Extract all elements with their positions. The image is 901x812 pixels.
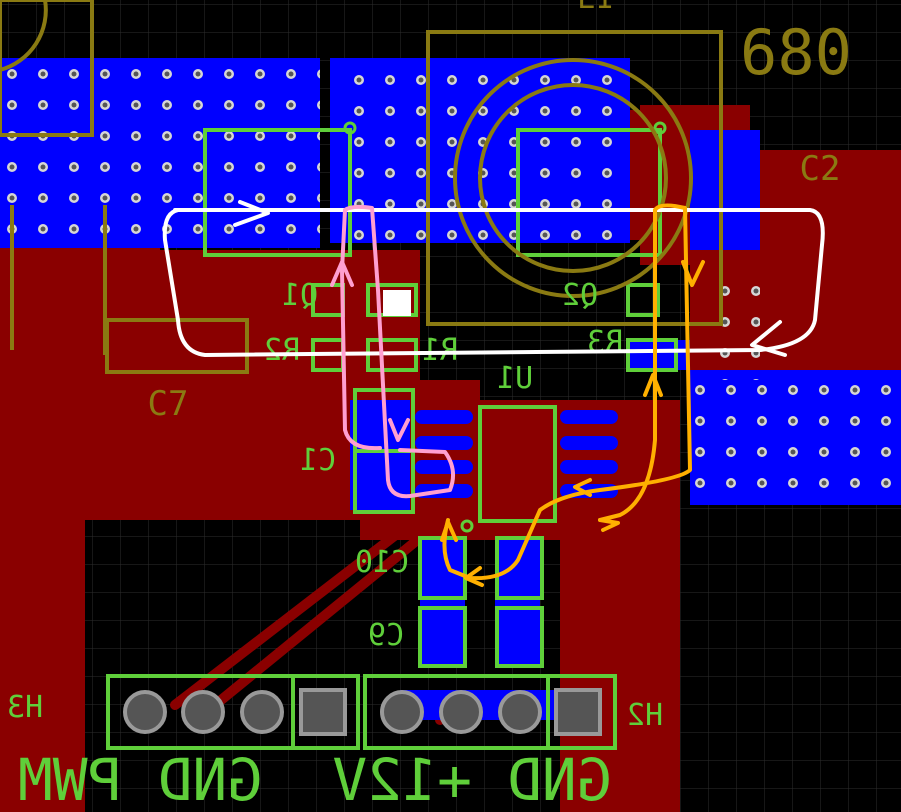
h2-outline xyxy=(363,674,617,750)
q1-outline xyxy=(203,128,352,257)
r3-outline xyxy=(626,338,678,372)
label-c7: C7 xyxy=(148,384,189,424)
label-h2-pins: GND +12V xyxy=(332,746,611,812)
label-q2: Q2 xyxy=(562,278,598,313)
label-c10: C10 xyxy=(355,545,409,580)
annotation-white-loop xyxy=(162,200,825,357)
annotation-pink-loop xyxy=(330,204,456,499)
label-h3-pins: GND PWM xyxy=(18,746,262,812)
label-r3: R3 xyxy=(587,325,623,360)
q2-outline xyxy=(516,128,662,257)
label-r1: R1 xyxy=(422,333,458,368)
c10-outline-b xyxy=(495,536,544,600)
label-l1: L1 xyxy=(577,0,613,16)
label-u1: U1 xyxy=(497,361,533,396)
label-h2: H2 xyxy=(627,698,663,733)
h3-outline xyxy=(106,674,360,750)
l1-outline xyxy=(426,30,723,326)
silkscreen-labels: Q1 Q2 R2 R1 R3 U1 C1 C10 C9 H3 H2 GND PW… xyxy=(7,0,852,812)
q2-pad-a xyxy=(626,283,660,317)
label-h3: H3 xyxy=(7,690,43,725)
label-r2: R2 xyxy=(264,333,300,368)
annotation-orange-loop xyxy=(440,203,705,587)
label-inductor-value: 680 xyxy=(740,16,852,89)
silk-dots xyxy=(343,121,667,533)
label-q1: Q1 xyxy=(282,278,318,313)
header-pins xyxy=(123,688,602,736)
u1-outline xyxy=(478,405,557,523)
assembly-outlines xyxy=(0,0,723,374)
label-c9: C9 xyxy=(368,618,404,653)
c9-outline-a xyxy=(418,606,467,668)
label-c2: C2 xyxy=(800,149,841,189)
via-arrays xyxy=(0,60,895,500)
q1-pin1-marker xyxy=(383,290,411,316)
label-c1: C1 xyxy=(300,443,336,478)
c9-outline-b xyxy=(495,606,544,668)
